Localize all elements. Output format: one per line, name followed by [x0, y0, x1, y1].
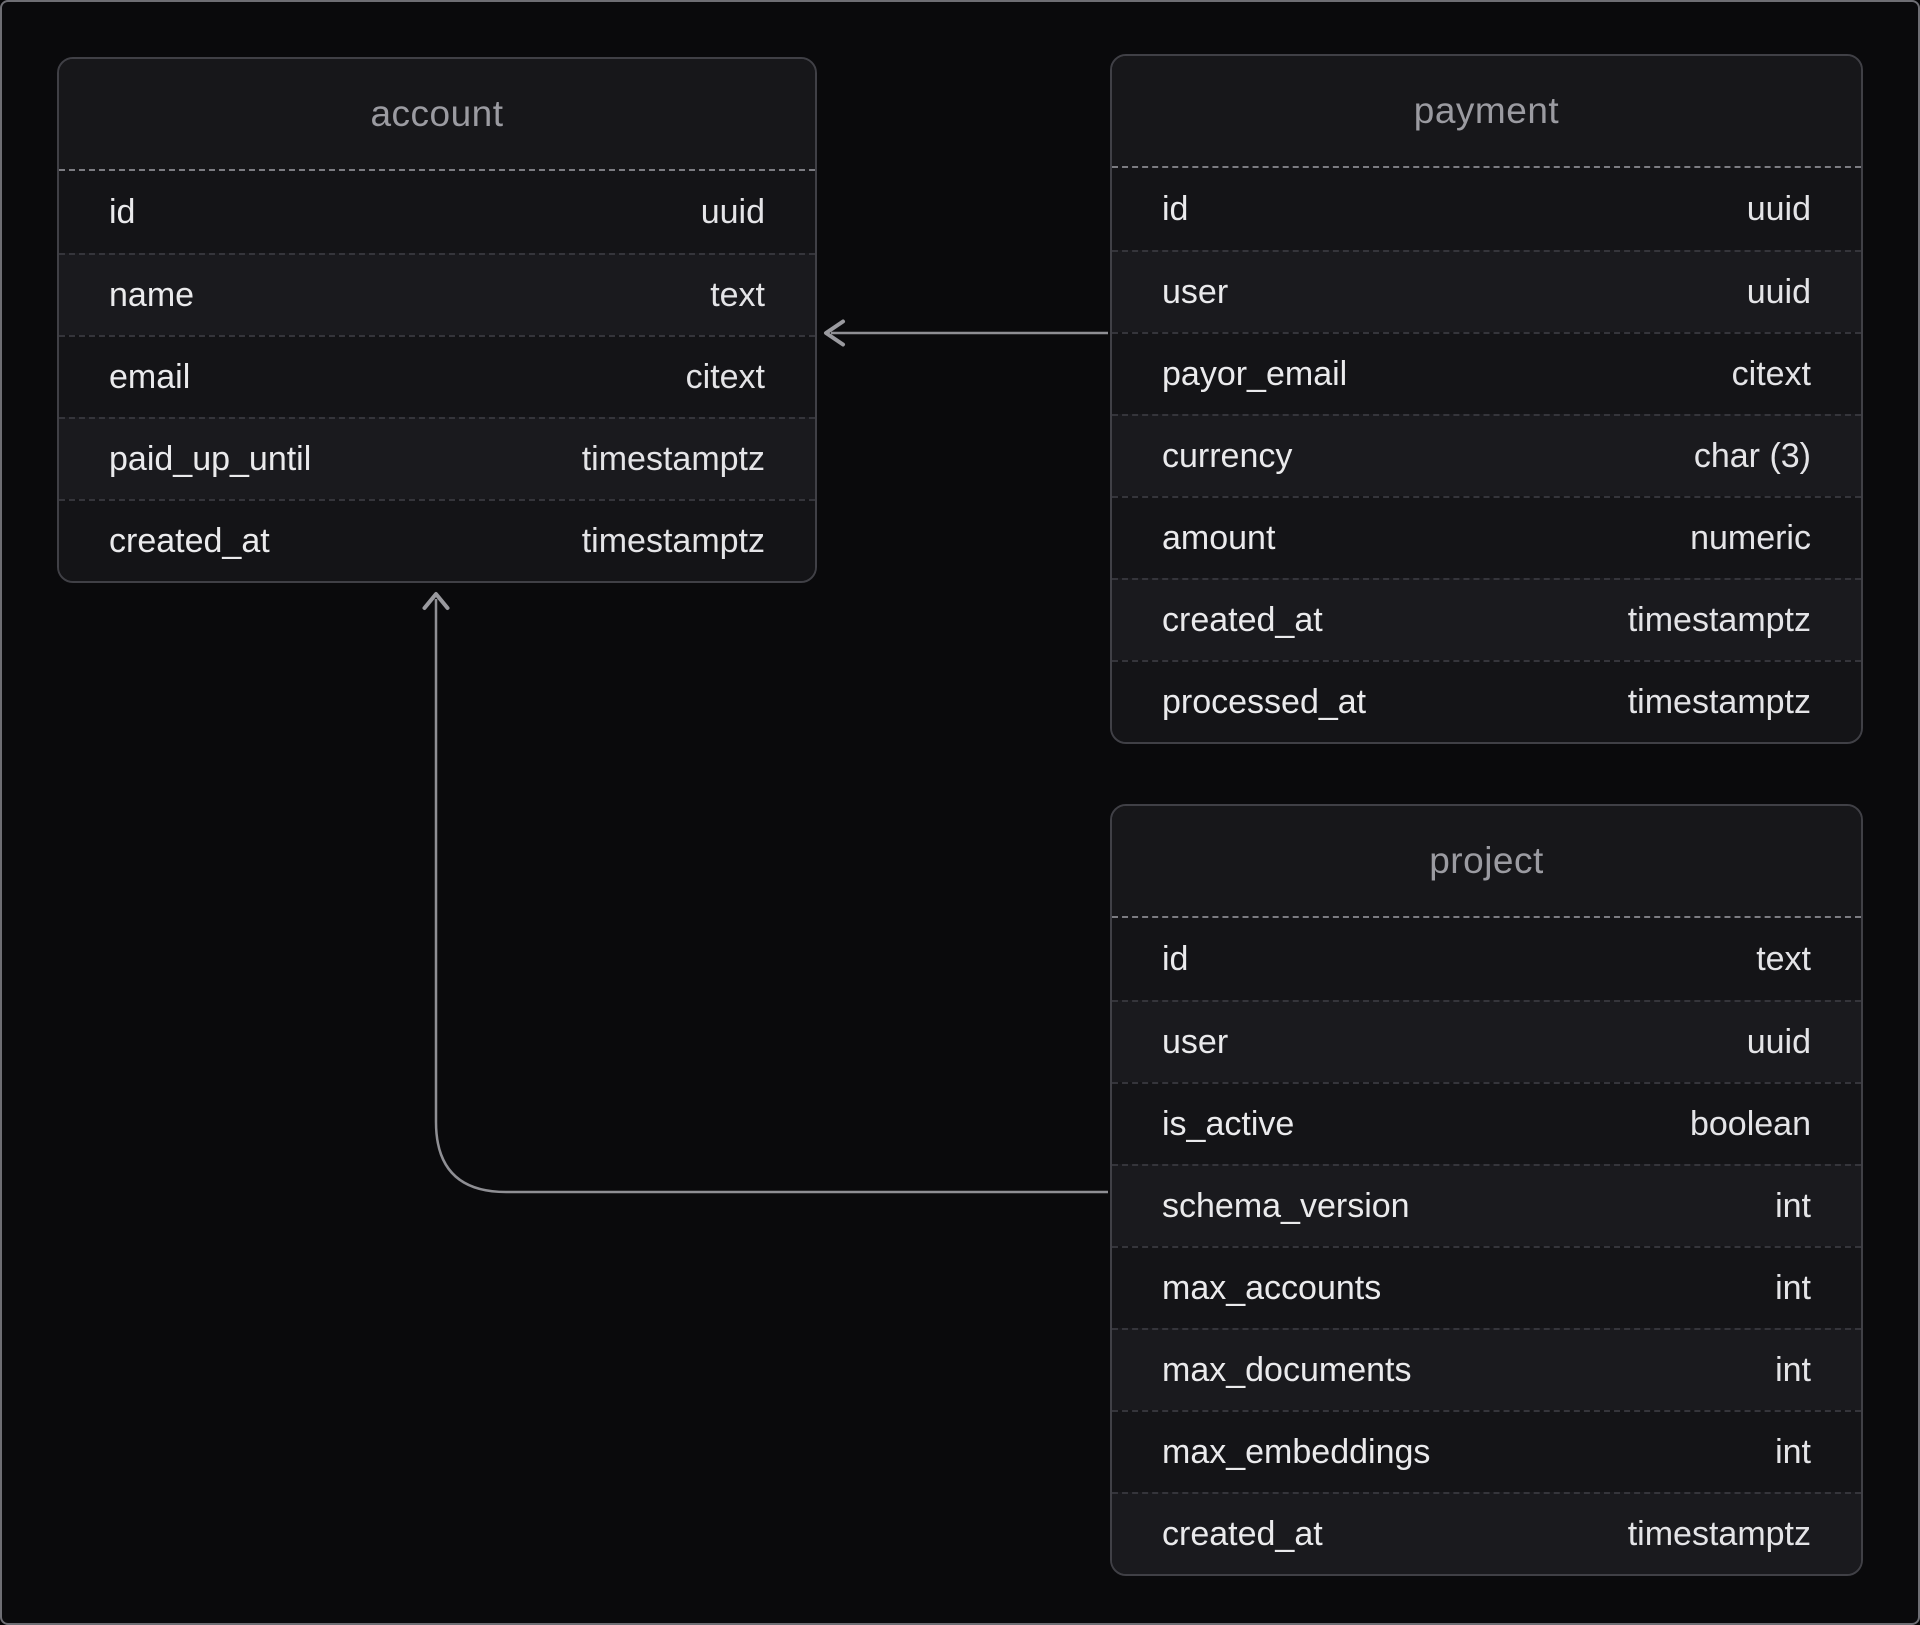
column-type: timestamptz	[1627, 682, 1811, 721]
column-name: created_at	[109, 521, 270, 560]
column-name: max_embeddings	[1162, 1432, 1431, 1471]
column-name: max_accounts	[1162, 1268, 1382, 1307]
table-account-header[interactable]: account	[59, 59, 815, 171]
column-type: timestamptz	[1627, 1514, 1811, 1553]
column-name: max_documents	[1162, 1350, 1412, 1389]
table-project-header[interactable]: project	[1112, 806, 1861, 918]
column-type: uuid	[1746, 272, 1811, 311]
table-row[interactable]: max_embeddings int	[1112, 1410, 1861, 1492]
column-name: payor_email	[1162, 354, 1348, 393]
connector-line[interactable]	[434, 599, 1108, 1194]
table-payment[interactable]: payment id uuid user uuid payor_email citext c…	[1110, 54, 1863, 744]
table-row[interactable]: id uuid	[59, 171, 815, 253]
column-type: boolean	[1689, 1104, 1811, 1143]
table-account[interactable]: account id uuid name text email citext paid_up…	[57, 57, 817, 583]
column-name: created_at	[1162, 1514, 1323, 1553]
column-name: id	[109, 192, 136, 231]
table-row[interactable]: email citext	[59, 335, 815, 417]
arrowhead-up-icon	[422, 592, 450, 610]
column-type: int	[1775, 1350, 1811, 1389]
column-name: id	[1162, 939, 1189, 978]
connector-project-to-account[interactable]	[422, 592, 1109, 1194]
table-row[interactable]: id uuid	[1112, 168, 1861, 250]
table-title: payment	[1413, 90, 1560, 131]
table-project[interactable]: project id text user uuid is_active boolean sc…	[1110, 804, 1863, 1576]
table-row[interactable]: user uuid	[1112, 250, 1861, 332]
column-type: timestamptz	[1627, 600, 1811, 639]
column-type: timestamptz	[581, 521, 765, 560]
table-row[interactable]: currency char (3)	[1112, 414, 1861, 496]
table-title: project	[1429, 840, 1544, 881]
table-row[interactable]: is_active boolean	[1112, 1082, 1861, 1164]
column-type: text	[1756, 939, 1811, 978]
column-type: uuid	[1746, 189, 1811, 228]
table-row[interactable]: amount numeric	[1112, 496, 1861, 578]
connector-payment-to-account[interactable]	[824, 319, 1108, 347]
column-name: amount	[1162, 518, 1276, 557]
table-row[interactable]: processed_at timestamptz	[1112, 660, 1861, 742]
column-type: numeric	[1690, 518, 1811, 557]
column-type: text	[710, 275, 765, 314]
column-type: int	[1775, 1186, 1811, 1225]
column-type: int	[1775, 1432, 1811, 1471]
column-type: uuid	[1746, 1022, 1811, 1061]
table-row[interactable]: name text	[59, 253, 815, 335]
table-row[interactable]: max_documents int	[1112, 1328, 1861, 1410]
table-row[interactable]: created_at timestamptz	[1112, 578, 1861, 660]
table-row[interactable]: schema_version int	[1112, 1164, 1861, 1246]
column-name: user	[1162, 272, 1229, 311]
column-type: timestamptz	[581, 439, 765, 478]
arrowhead-left-icon	[824, 319, 845, 347]
column-type: uuid	[700, 192, 765, 231]
table-payment-header[interactable]: payment	[1112, 56, 1861, 168]
table-row[interactable]: created_at timestamptz	[59, 499, 815, 581]
column-type: citext	[1731, 354, 1811, 393]
column-name: email	[109, 357, 191, 396]
table-row[interactable]: user uuid	[1112, 1000, 1861, 1082]
column-type: int	[1775, 1268, 1811, 1307]
column-name: currency	[1162, 436, 1293, 475]
table-row[interactable]: created_at timestamptz	[1112, 1492, 1861, 1574]
table-row[interactable]: id text	[1112, 918, 1861, 1000]
column-name: processed_at	[1162, 682, 1367, 721]
table-project-rows: id text user uuid is_active boolean schema_ver…	[1112, 918, 1861, 1574]
column-name: user	[1162, 1022, 1229, 1061]
column-name: id	[1162, 189, 1189, 228]
column-type: citext	[685, 357, 765, 396]
table-row[interactable]: max_accounts int	[1112, 1246, 1861, 1328]
column-name: created_at	[1162, 600, 1323, 639]
column-type: char (3)	[1693, 436, 1811, 475]
column-name: name	[109, 275, 195, 314]
column-name: schema_version	[1162, 1186, 1410, 1225]
table-row[interactable]: payor_email citext	[1112, 332, 1861, 414]
table-row[interactable]: paid_up_until timestamptz	[59, 417, 815, 499]
column-name: is_active	[1162, 1104, 1295, 1143]
column-name: paid_up_until	[109, 439, 312, 478]
table-title: account	[370, 93, 504, 134]
